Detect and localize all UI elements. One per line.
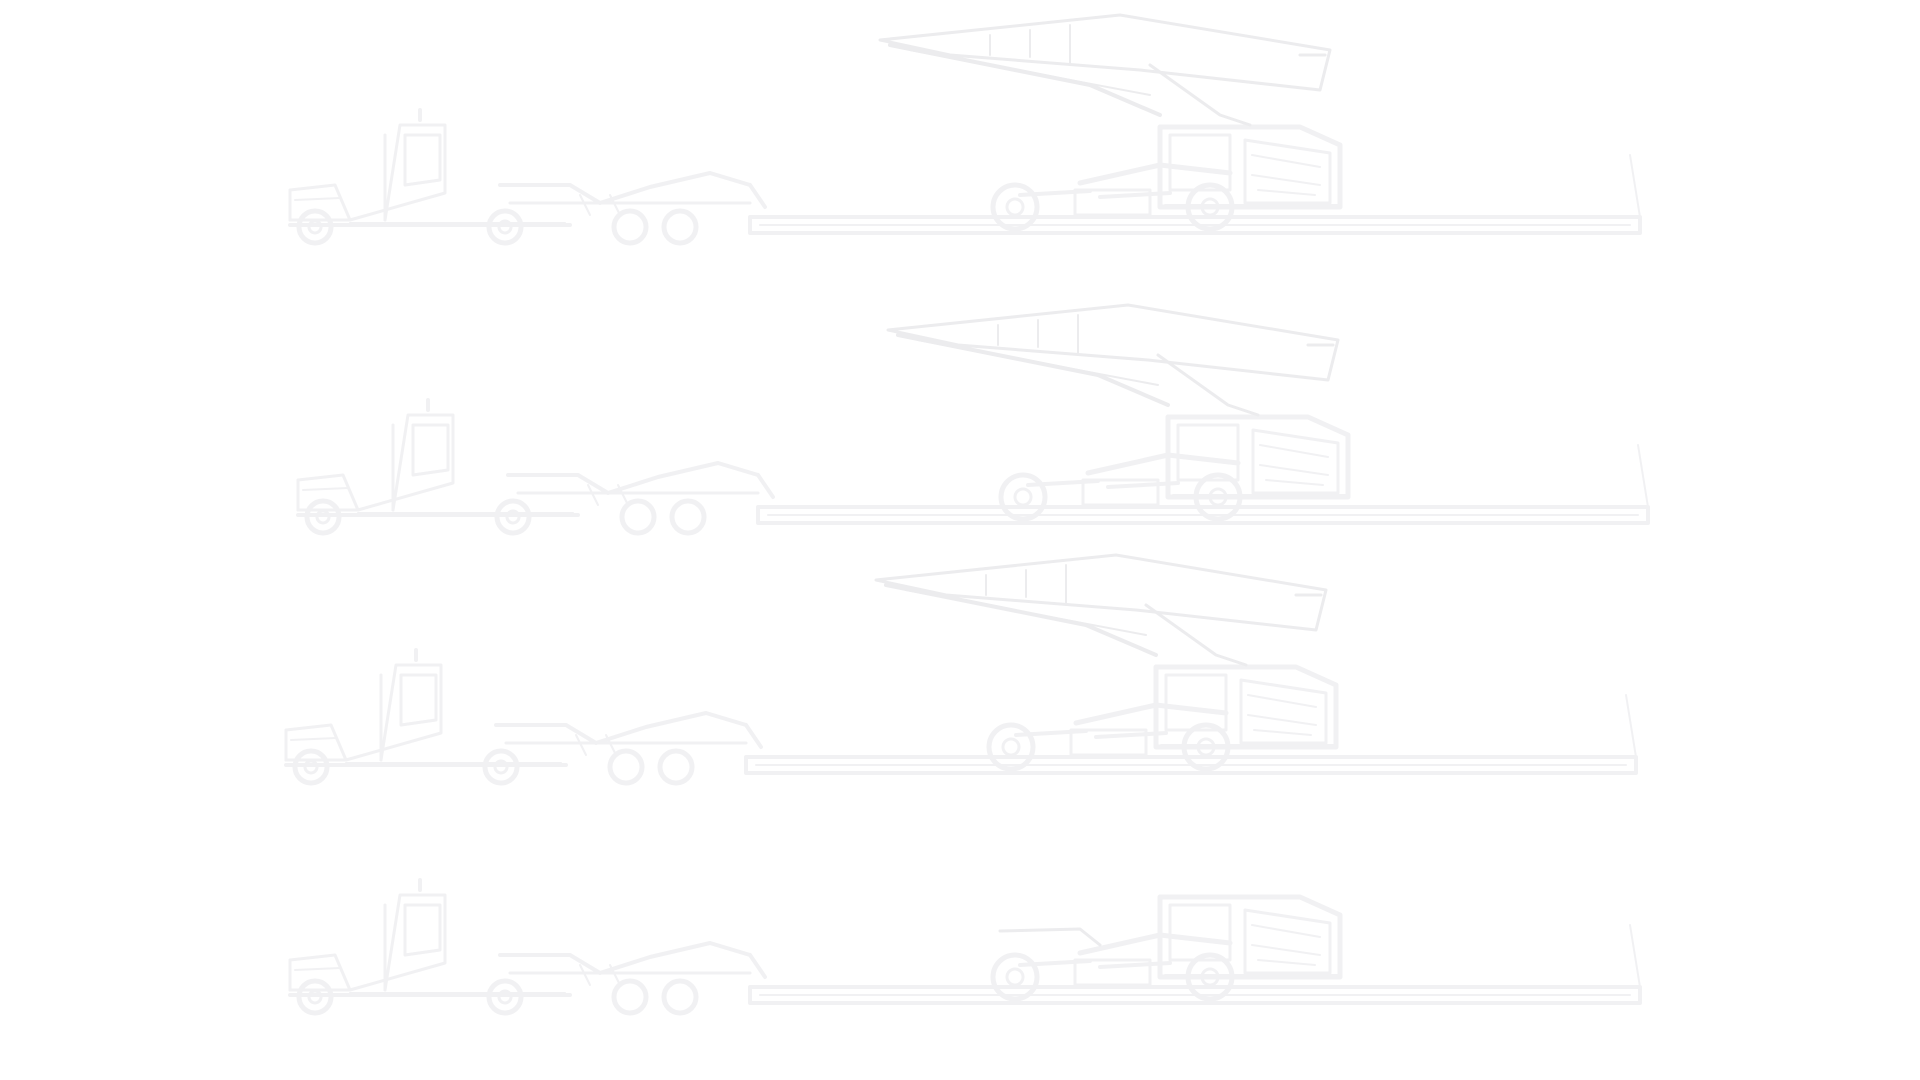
truck-trailer-outline: [286, 650, 1636, 783]
truck-trailer-outline: [290, 110, 1640, 243]
truck-trailer-outline: [298, 400, 1648, 533]
lowboy-trailer-row: [298, 303, 1648, 533]
truck-trailer-outline: [290, 880, 1640, 1013]
lowboy-trailer-row: [286, 553, 1636, 783]
skid-steer-arm-outline: [878, 13, 1332, 127]
lowboy-trailer-row: [290, 880, 1640, 1013]
skid-steer-arm-outline: [886, 303, 1340, 417]
skid-steer-arm-outline: [874, 553, 1328, 667]
trailer-row-group: [286, 13, 1648, 1013]
lowboy-trailer-row: [290, 13, 1640, 243]
skid-steer-arm-outline: [998, 927, 1102, 947]
